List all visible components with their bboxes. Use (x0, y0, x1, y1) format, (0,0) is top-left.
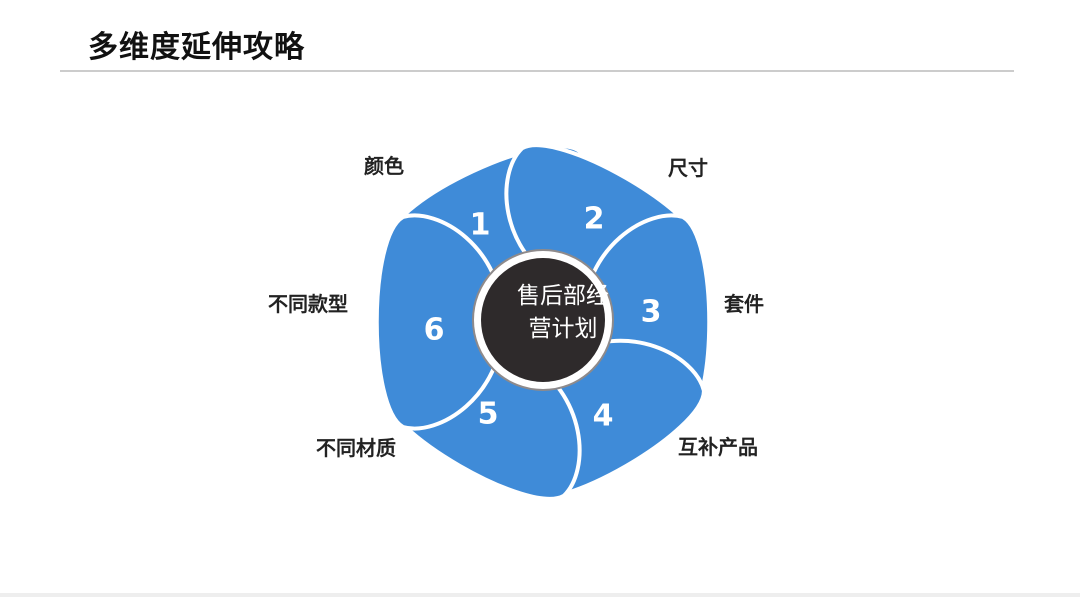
label-set: 套件 (724, 292, 764, 316)
center-label-line-1: 售后部经 (517, 283, 609, 309)
label-style: 不同款型 (268, 292, 348, 316)
page-title: 多维度延伸攻略 (88, 30, 305, 65)
center-hub (472, 249, 614, 391)
petal-number-1: 1 (470, 208, 491, 243)
title-divider (60, 70, 1014, 72)
center-label: 售后部经 营计划 (483, 280, 643, 346)
petal-numbers: 1 2 3 4 5 6 (424, 202, 662, 434)
petal-number-5: 5 (478, 397, 499, 432)
center-label-line-2: 营计划 (528, 316, 598, 342)
center-disc (481, 258, 605, 382)
petal-number-6: 6 (424, 313, 445, 348)
petal-number-3: 3 (641, 295, 662, 330)
bottom-divider (0, 593, 1080, 597)
label-color: 颜色 (364, 154, 404, 178)
label-material: 不同材质 (316, 436, 396, 460)
petal-number-4: 4 (593, 399, 614, 434)
label-size: 尺寸 (668, 156, 708, 180)
label-complementary: 互补产品 (678, 435, 758, 459)
petal-number-2: 2 (584, 202, 605, 237)
